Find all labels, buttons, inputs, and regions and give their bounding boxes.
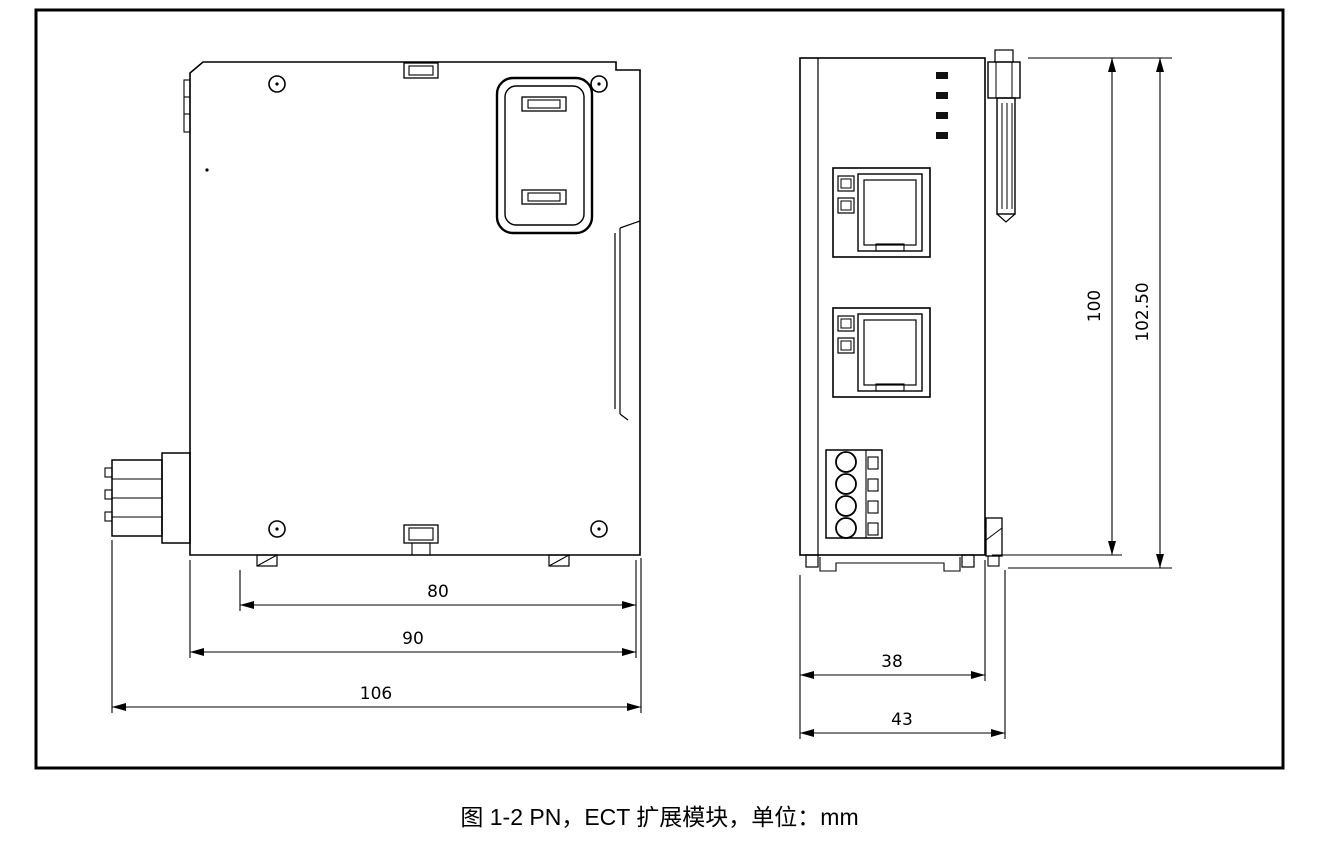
screw-hole-center [597, 527, 601, 531]
terminal-tooth [104, 489, 113, 500]
screw-hole [268, 75, 286, 93]
terminal-screw [835, 451, 857, 473]
connector-latch-top-inner [527, 99, 561, 109]
arrow-down [1108, 541, 1116, 555]
dim-label-80: 80 [427, 582, 449, 602]
dimension-80: 80 [240, 582, 636, 609]
foot [256, 554, 278, 567]
terminal-slot [867, 478, 879, 492]
din-groove [619, 220, 641, 229]
terminal-screw [835, 495, 857, 517]
side-view [104, 61, 641, 567]
bottom-latch-hatch [985, 527, 1003, 541]
front-view-dimensions: 100 102.50 38 [799, 57, 1172, 739]
terminal-block-front [825, 449, 883, 539]
dimension-106: 106 [112, 684, 641, 711]
dimension-102-50: 102.50 [1133, 58, 1164, 568]
arrow-up [1156, 58, 1164, 72]
status-led [936, 92, 948, 99]
bottom-clip [403, 524, 439, 544]
terminal-slot [867, 522, 879, 536]
arrow-down [1156, 554, 1164, 568]
din-groove [619, 413, 629, 421]
bottom-latch-foot [987, 555, 1000, 567]
dim-label-43: 43 [891, 710, 913, 730]
terminal-block-side-right [161, 452, 191, 544]
connector-latch-bottom-inner [527, 192, 561, 202]
bottom-clip-inner [408, 527, 434, 541]
screw-hole-center [597, 82, 601, 86]
arrow-right [971, 671, 985, 679]
arrow-left [112, 703, 126, 711]
arrow-left [240, 601, 254, 609]
terminal-screw [835, 473, 857, 495]
front-body-outline [799, 57, 986, 556]
arrow-up [1108, 58, 1116, 72]
front-foot [961, 554, 975, 568]
top-clip [403, 62, 439, 79]
foot [548, 554, 570, 567]
arrow-right [627, 703, 641, 711]
side-body-outline [189, 61, 641, 556]
screw-hole [590, 75, 608, 93]
figure-caption: 图 1-2 PN，ECT 扩展模块，单位：mm [460, 804, 859, 830]
screw-hole [590, 520, 608, 538]
dimension-43: 43 [800, 710, 1005, 737]
din-latch-head [987, 61, 1021, 99]
dim-label-90: 90 [402, 629, 424, 649]
connector-latch-top [521, 96, 567, 112]
arrow-right [622, 648, 636, 656]
terminal-slot [867, 500, 879, 514]
front-foot [805, 554, 819, 568]
dimension-100: 100 [1085, 58, 1116, 555]
status-led [936, 132, 948, 139]
drawing-frame: 80 90 106 [34, 8, 1285, 770]
dimension-38: 38 [800, 652, 985, 679]
side-left-detail [183, 79, 191, 133]
reference-dot [205, 168, 209, 172]
rj45-port-2 [832, 307, 931, 398]
dim-label-102-50: 102.50 [1133, 282, 1153, 341]
front-view [799, 49, 1021, 572]
arrow-left [800, 671, 814, 679]
screw-hole-center [275, 82, 279, 86]
dim-label-100: 100 [1085, 290, 1105, 322]
foot-hatch [256, 554, 278, 567]
status-led [936, 72, 948, 79]
arrow-left [190, 648, 204, 656]
dimension-90: 90 [190, 629, 636, 656]
side-view-dimensions: 80 90 106 [111, 540, 642, 713]
status-led [936, 112, 948, 119]
din-latch-stem [996, 97, 1016, 215]
foot-hatch [548, 554, 570, 567]
terminal-tooth [104, 511, 113, 522]
terminal-slot [867, 456, 879, 470]
top-clip-inner [408, 65, 434, 76]
terminal-tooth [104, 467, 113, 478]
dim-label-106: 106 [360, 684, 392, 704]
arrow-left [800, 729, 814, 737]
terminal-screw [835, 517, 857, 539]
bottom-latch [985, 517, 1003, 557]
din-latch-tab [994, 49, 1014, 63]
arrow-right [991, 729, 1005, 737]
screw-hole-center [275, 527, 279, 531]
drawing-border [34, 8, 1285, 770]
expansion-connector-inner [504, 85, 585, 226]
expansion-connector-outer [495, 76, 594, 235]
dim-label-38: 38 [881, 652, 903, 672]
rail-profile [819, 557, 961, 572]
arrow-right [622, 601, 636, 609]
screw-hole [268, 520, 286, 538]
rj45-port-1 [832, 167, 931, 258]
din-latch-tip [996, 213, 1016, 223]
connector-latch-bottom [521, 189, 567, 205]
